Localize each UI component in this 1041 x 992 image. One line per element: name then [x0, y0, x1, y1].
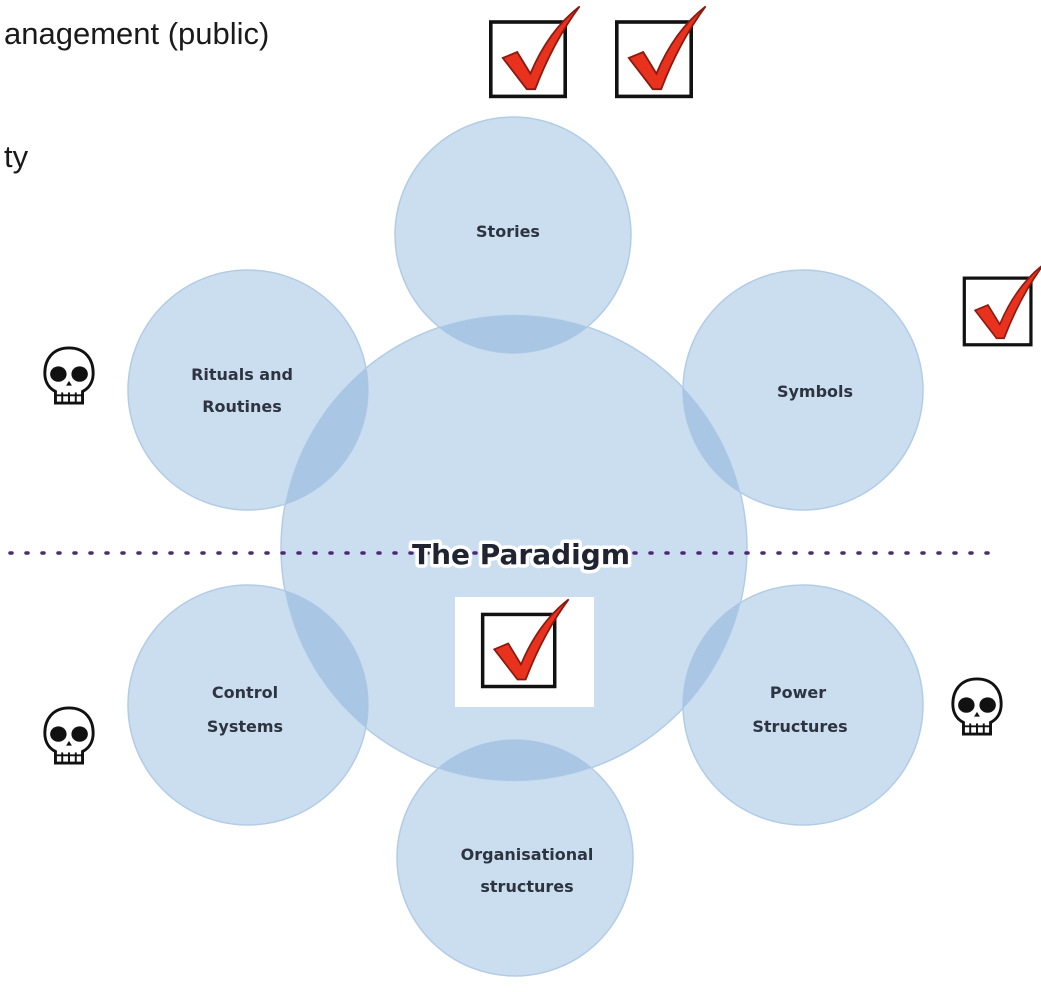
skull-icon: [951, 677, 1003, 736]
label-control-line1: Control: [212, 683, 278, 702]
label-stories: Stories: [476, 222, 540, 241]
label-control-line2: Systems: [207, 717, 283, 736]
label-rituals-line1: Rituals and: [191, 365, 293, 384]
check-icon: [488, 4, 582, 99]
check-icon: [614, 4, 708, 99]
label-organisational-line2: structures: [480, 877, 573, 896]
center-label-halo: The Paradigm: [412, 538, 630, 571]
label-power-line1: Power: [770, 683, 826, 702]
label-rituals-line2: Routines: [202, 397, 282, 416]
skull-icon: [43, 706, 95, 765]
check-icon: [962, 262, 1041, 347]
label-power-line2: Structures: [752, 717, 847, 736]
heading-line-2: ty: [4, 139, 29, 174]
label-organisational-line1: Organisational: [461, 845, 594, 864]
heading-line-1: anagement (public): [4, 16, 270, 51]
center-label: The Paradigm: [412, 538, 630, 571]
label-symbols: Symbols: [777, 382, 853, 401]
skull-icon: [43, 346, 95, 405]
